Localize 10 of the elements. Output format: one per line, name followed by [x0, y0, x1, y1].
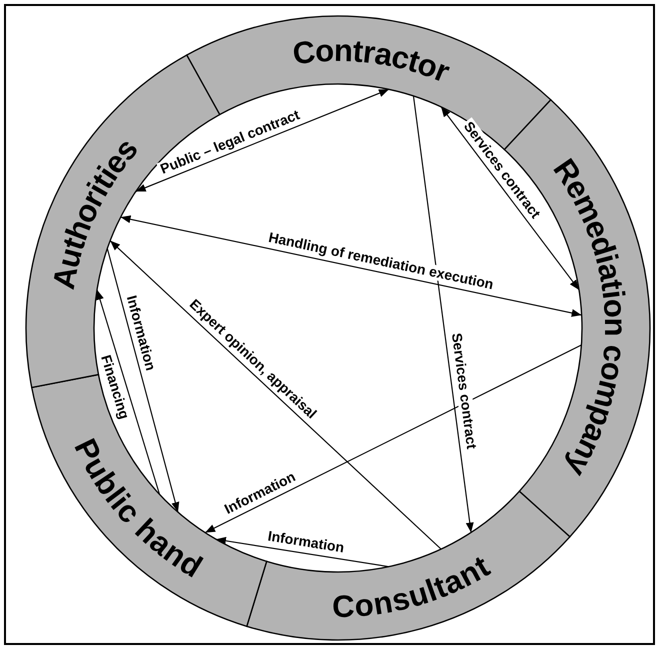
arrow	[204, 344, 582, 534]
arrow	[120, 215, 582, 317]
arrow	[412, 96, 474, 533]
arrow	[106, 248, 180, 512]
arrow	[96, 290, 160, 495]
arrow	[440, 106, 580, 290]
arrow	[216, 536, 389, 568]
arrow	[136, 88, 390, 192]
arrow	[110, 240, 442, 550]
segment-label: Contractor	[290, 32, 455, 89]
